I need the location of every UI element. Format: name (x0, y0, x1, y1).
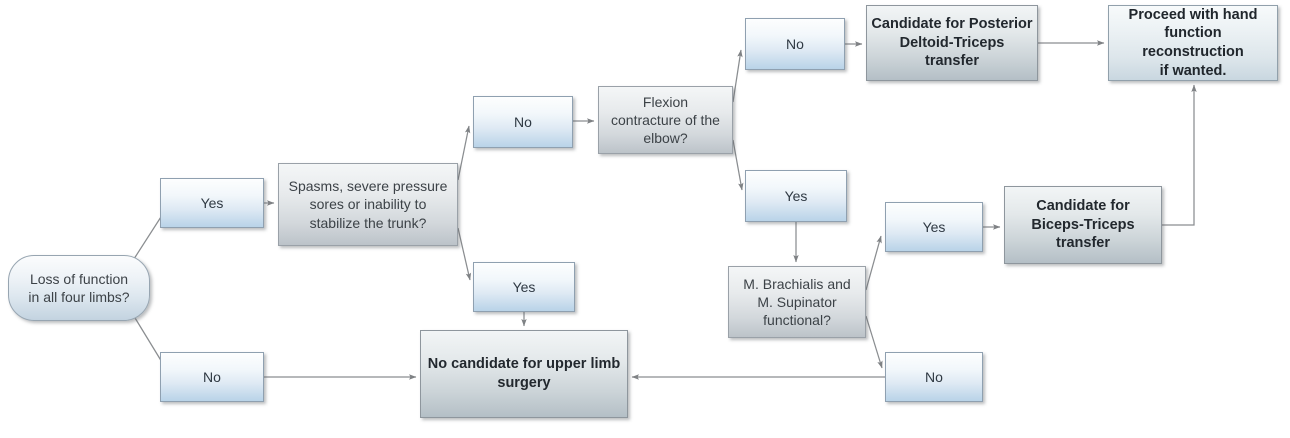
node-outcome-deltoid-triceps[interactable]: Candidate for Posterior Deltoid-Triceps … (866, 5, 1038, 81)
node-yes-brachialis-label: Yes (922, 219, 946, 235)
node-no-spasms-label: No (514, 114, 532, 130)
node-no-brachialis-label: No (925, 369, 943, 385)
node-question-elbow-label: Flexion contracture of the elbow? (611, 93, 720, 147)
edge-spasms-to-yes2 (457, 227, 472, 281)
node-outcome-no-candidate[interactable]: No candidate for upper limb surgery (420, 330, 628, 418)
node-question-elbow[interactable]: Flexion contracture of the elbow? (598, 86, 733, 154)
node-yes-elbow-label: Yes (784, 188, 808, 204)
node-outcome-no-candidate-label: No candidate for upper limb surgery (427, 356, 621, 391)
node-outcome-biceps-triceps[interactable]: Candidate for Biceps-Triceps transfer (1004, 186, 1162, 264)
node-yes-brachialis[interactable]: Yes (885, 202, 983, 252)
edge-brachialis-to-no4 (865, 315, 883, 369)
node-yes-four-limbs[interactable]: Yes (160, 178, 264, 228)
node-yes-elbow[interactable]: Yes (745, 170, 847, 222)
edge-elbow-to-yes3 (732, 139, 744, 191)
node-outcome-biceps-triceps-label: Candidate for Biceps-Triceps transfer (1031, 198, 1135, 252)
node-outcome-proceed-hand-function[interactable]: Proceed with hand function reconstructio… (1108, 5, 1278, 81)
node-yes-spasms[interactable]: Yes (473, 262, 575, 312)
node-outcome-proceed-hand-function-label: Proceed with hand function reconstructio… (1128, 6, 1258, 79)
node-no-elbow-label: No (786, 36, 804, 52)
node-question-spasms-label: Spasms, severe pressure sores or inabili… (288, 178, 448, 231)
edge-biceps-to-proceed (1162, 84, 1197, 226)
node-question-brachialis[interactable]: M. Brachialis and M. Supinator functiona… (728, 266, 866, 338)
node-start[interactable]: Loss of function in all four limbs? (8, 255, 150, 321)
node-yes-spasms-label: Yes (512, 279, 536, 295)
node-yes-four-limbs-label: Yes (200, 195, 224, 211)
node-no-four-limbs-label: No (203, 369, 221, 385)
edge-brachialis-to-yes4 (865, 235, 882, 291)
node-no-spasms[interactable]: No (473, 96, 573, 148)
node-question-brachialis-label: M. Brachialis and M. Supinator functiona… (743, 275, 851, 329)
node-start-label: Loss of function in all four limbs? (28, 270, 130, 305)
node-no-four-limbs[interactable]: No (160, 352, 264, 402)
node-no-brachialis[interactable]: No (885, 352, 983, 402)
node-no-elbow[interactable]: No (745, 18, 845, 70)
node-question-spasms[interactable]: Spasms, severe pressure sores or inabili… (278, 163, 458, 246)
edge-elbow-to-no3 (732, 49, 743, 103)
node-outcome-deltoid-triceps-label: Candidate for Posterior Deltoid-Triceps … (871, 16, 1033, 70)
edge-spasms-to-no2 (457, 125, 471, 181)
